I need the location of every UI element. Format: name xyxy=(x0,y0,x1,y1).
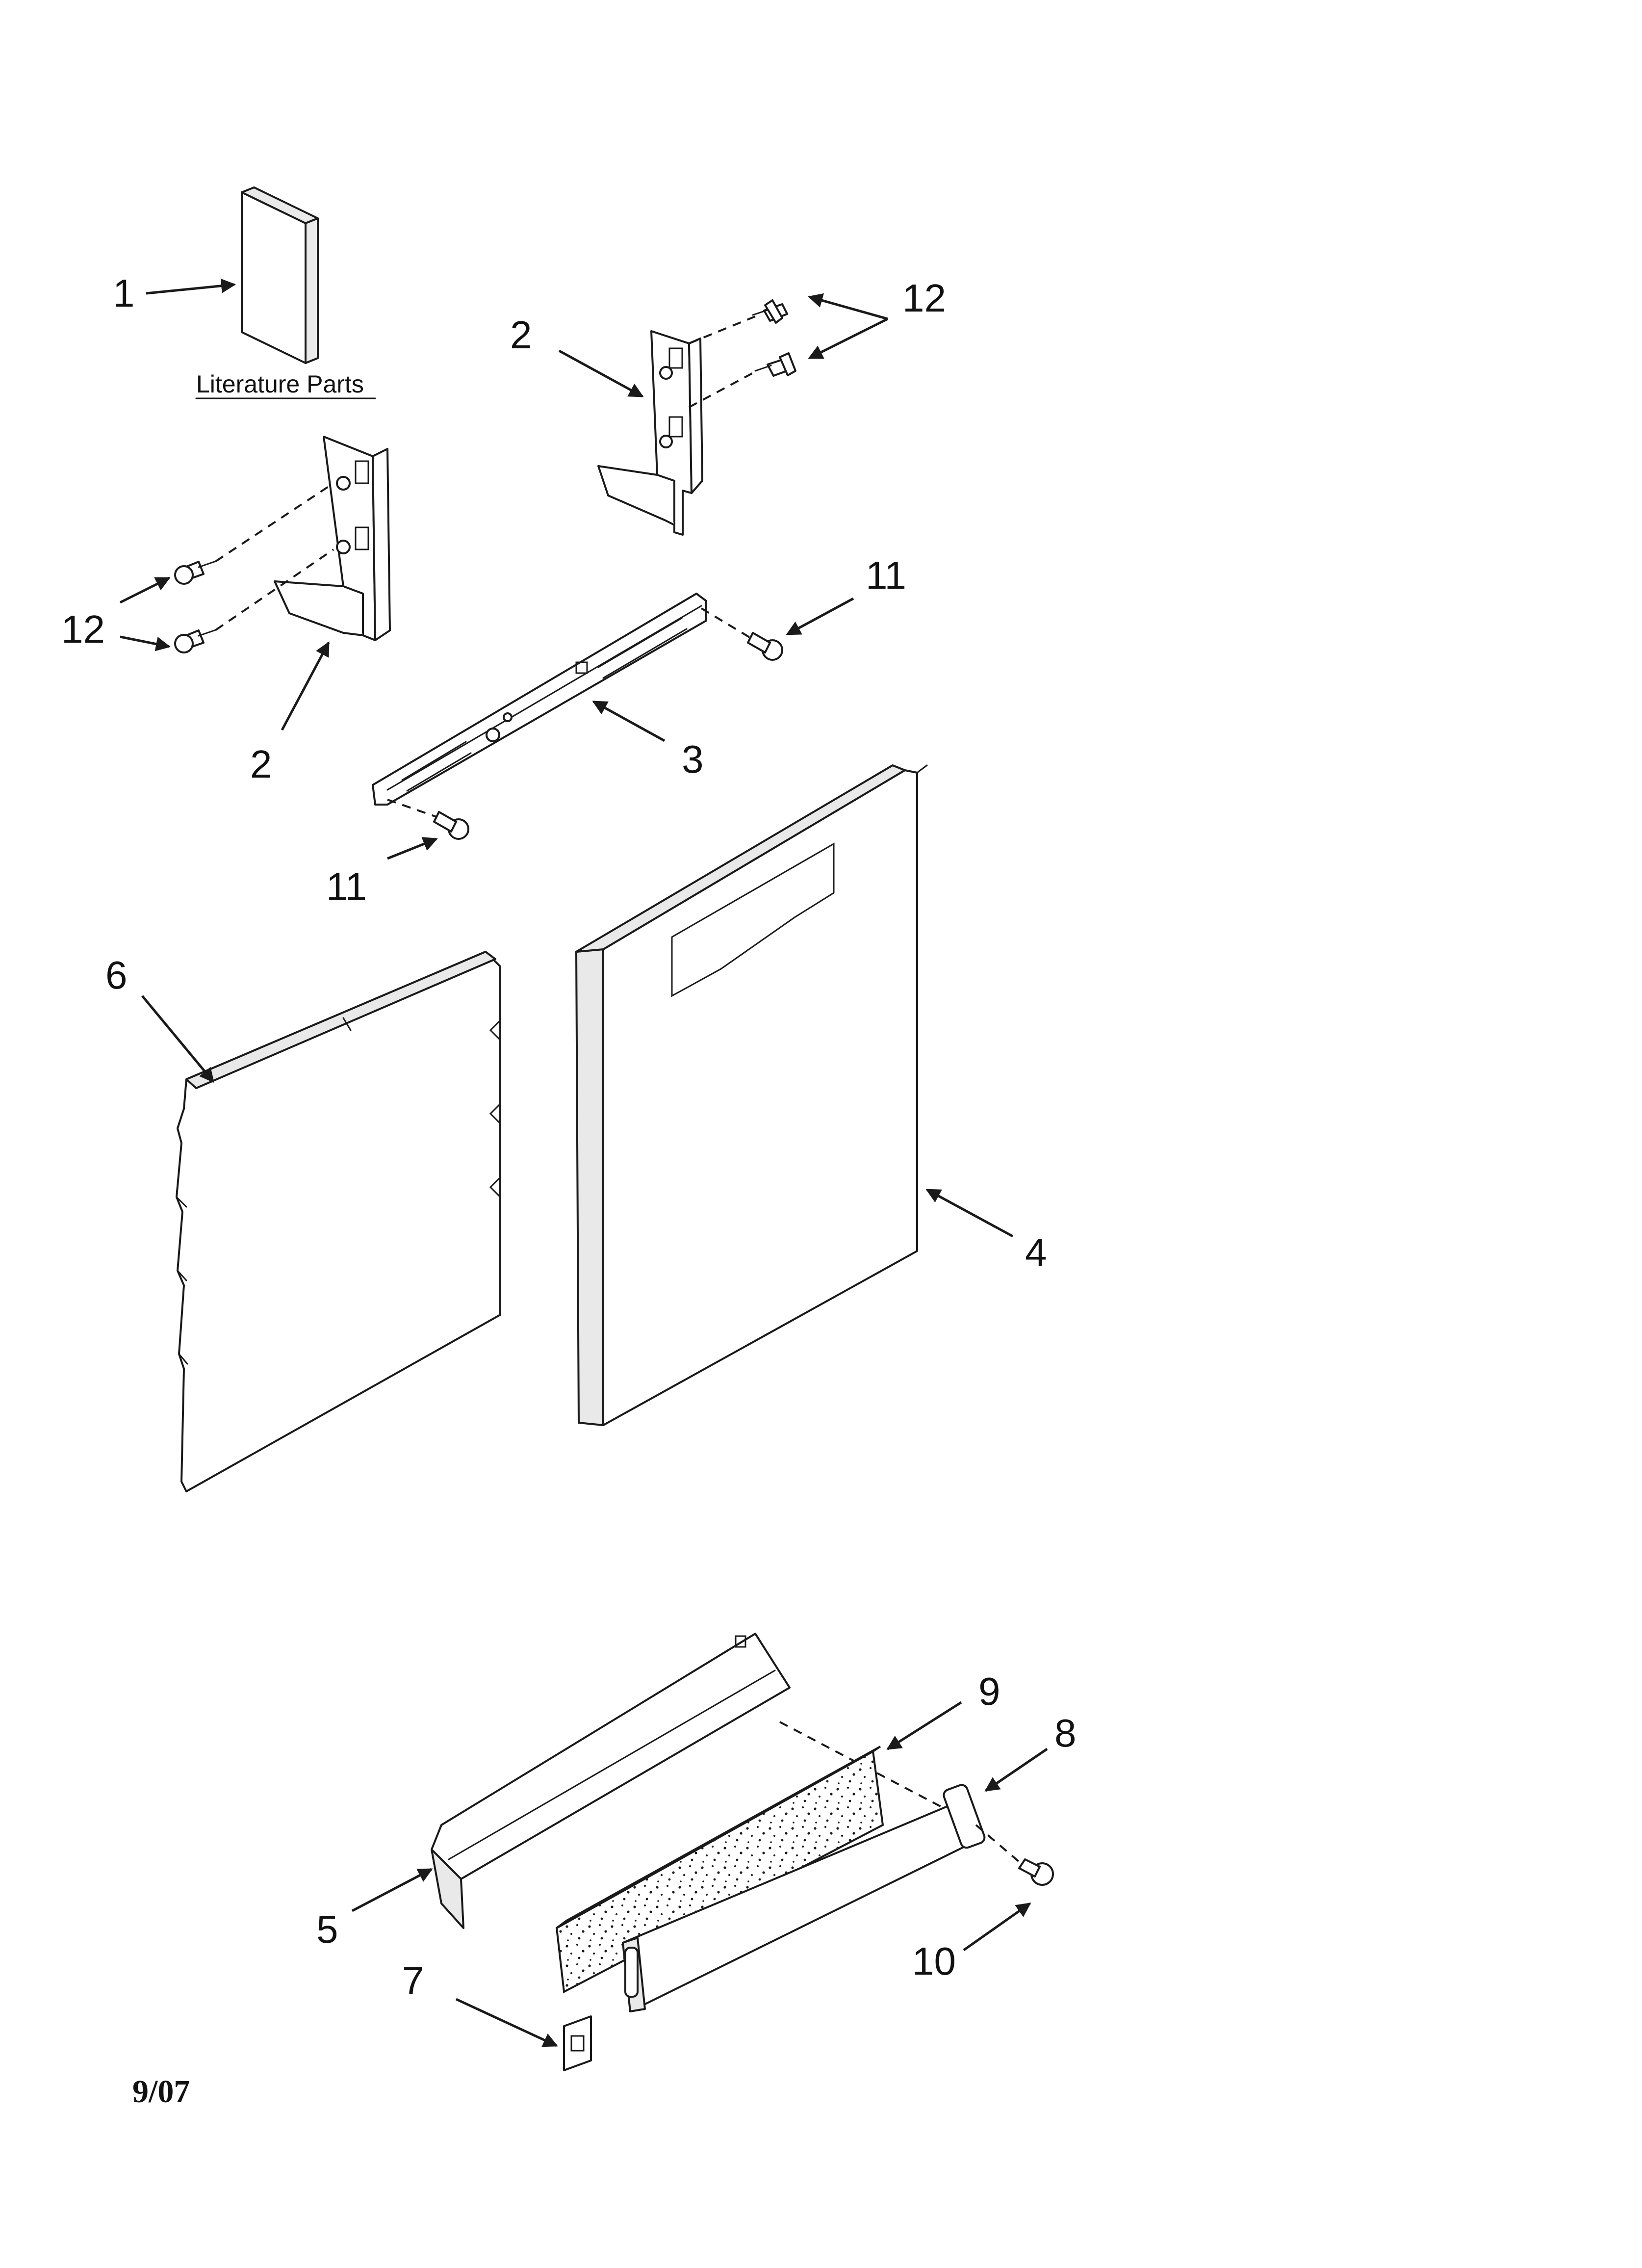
date-code: 9/07 xyxy=(132,2074,190,2110)
callout-8: 8 xyxy=(1054,1711,1077,1755)
dash-screw-10 xyxy=(975,1824,1020,1863)
leader-lines xyxy=(119,278,1048,2047)
dash-screw-11a xyxy=(700,607,751,639)
dash-screw-12a xyxy=(689,315,756,344)
screw-11-right xyxy=(747,632,783,661)
callout-4: 4 xyxy=(1025,1230,1047,1274)
door-panel xyxy=(575,764,928,1426)
callout-9: 9 xyxy=(978,1669,1001,1713)
literature-booklet xyxy=(241,186,319,364)
dash-screw-12b xyxy=(689,369,758,408)
callout-7: 7 xyxy=(402,1959,424,2003)
callout-10: 10 xyxy=(912,1939,956,1983)
callout-1: 1 xyxy=(113,271,135,315)
callout-11-right: 11 xyxy=(866,553,906,597)
screw-12-left-b xyxy=(174,629,217,653)
screw-10 xyxy=(1018,1858,1054,1886)
dash-screw-12c xyxy=(215,482,334,562)
callout-2-upper: 2 xyxy=(510,313,532,357)
callout-5: 5 xyxy=(316,1907,338,1951)
literature-parts-label: Literature Parts xyxy=(196,370,364,398)
callout-6: 6 xyxy=(105,953,128,997)
callout-12-upper: 12 xyxy=(902,276,946,320)
callout-3: 3 xyxy=(682,737,704,781)
dash-screw-11b xyxy=(387,799,437,818)
screw-12-upper-b xyxy=(754,352,796,377)
screw-11-left xyxy=(433,811,469,840)
kick-plate xyxy=(622,1784,986,2012)
toe-kick-bracket xyxy=(431,1633,791,1929)
screw-12-left-a xyxy=(174,560,217,585)
screw-12-upper-a xyxy=(752,299,788,324)
callout-12-left: 12 xyxy=(61,607,105,651)
bracket-left xyxy=(274,436,391,641)
callout-11-left: 11 xyxy=(326,865,367,909)
callout-2-lower: 2 xyxy=(250,742,272,786)
clip xyxy=(563,2015,592,2071)
foam-insulation xyxy=(555,1746,884,1994)
side-panel xyxy=(176,951,501,1492)
dash-screw-12d xyxy=(215,548,334,631)
mounting-rail xyxy=(372,593,707,806)
dash-insulation xyxy=(779,1721,976,1826)
bracket-upper-right xyxy=(597,330,703,536)
